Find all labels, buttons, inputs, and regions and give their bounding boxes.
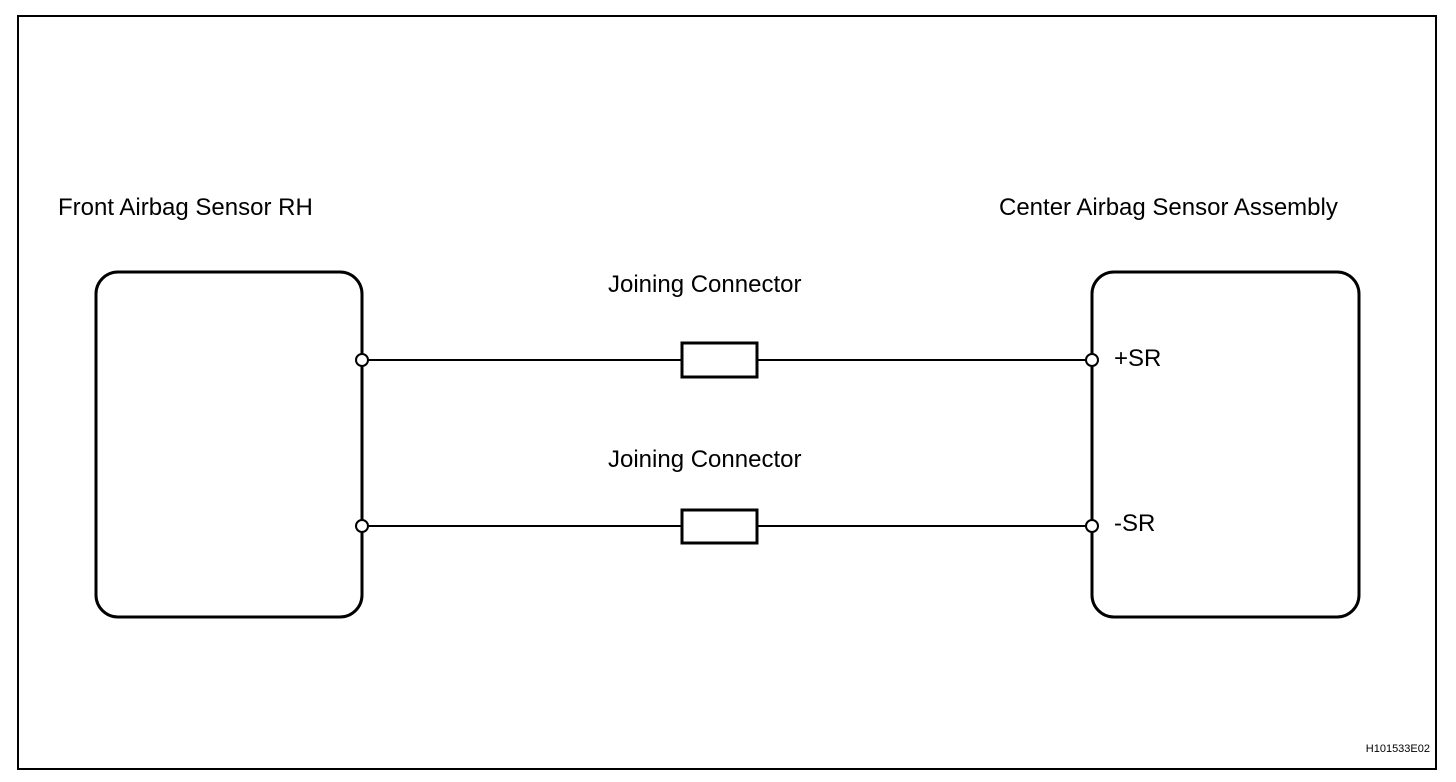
- joining-connector-2-label: Joining Connector: [608, 446, 802, 473]
- center-airbag-sensor-label: Center Airbag Sensor Assembly: [999, 194, 1338, 221]
- pin-minus-sr-label: -SR: [1114, 510, 1156, 537]
- joining-connector-2: [680, 508, 759, 545]
- front-airbag-sensor-box: [94, 270, 364, 619]
- front-airbag-sensor-label: Front Airbag Sensor RH: [58, 194, 313, 221]
- terminal-right-minus-sr: [1085, 519, 1099, 533]
- pin-plus-sr-label: +SR: [1114, 345, 1162, 372]
- terminal-left-2: [355, 519, 369, 533]
- terminal-left-1: [355, 353, 369, 367]
- joining-connector-1: [680, 341, 759, 379]
- joining-connector-1-label: Joining Connector: [608, 271, 802, 298]
- figure-code: H101533E02: [1365, 743, 1430, 755]
- center-airbag-sensor-box: [1090, 270, 1361, 619]
- diagram-frame: [17, 15, 1437, 770]
- terminal-right-plus-sr: [1085, 353, 1099, 367]
